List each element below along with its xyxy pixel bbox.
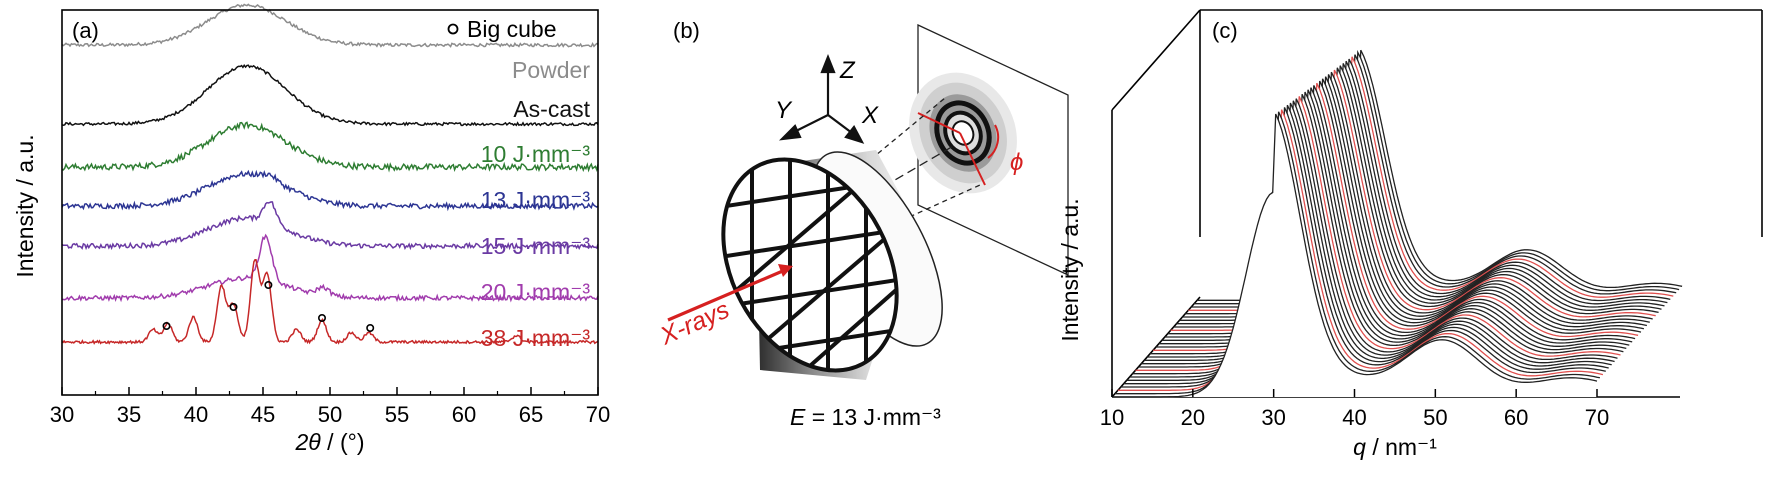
big-cube-marker xyxy=(162,321,171,330)
xrd-curves xyxy=(61,3,599,345)
big-cube-marker xyxy=(317,313,326,322)
diffraction-ring xyxy=(934,100,992,166)
waterfall-curve xyxy=(1138,93,1624,368)
x-tick-label: 30 xyxy=(50,402,74,427)
curve-label: 13 J·mm⁻³ xyxy=(481,187,591,213)
phi-reference-line xyxy=(917,112,961,134)
x-tick-label: 40 xyxy=(184,402,208,427)
waterfall-curve xyxy=(1120,107,1606,388)
big-cube-marker xyxy=(229,302,238,311)
x-tick-label: 45 xyxy=(251,402,275,427)
big-cube-marker xyxy=(366,323,375,332)
axis-x-label: X xyxy=(861,102,879,129)
curve-label: Powder xyxy=(512,57,590,83)
xrd-curve xyxy=(61,169,599,212)
coordinate-axes-icon xyxy=(779,54,865,144)
x-ray-beam xyxy=(667,268,786,322)
phi-arc xyxy=(987,124,1000,159)
waterfall-curve xyxy=(1117,109,1604,391)
panel-b-schematic: (b) Z Y X ϕ xyxy=(655,18,1069,430)
waterfall-curve xyxy=(1123,104,1609,385)
x-tick-label: 10 xyxy=(1100,405,1124,430)
x-tick-label: 50 xyxy=(318,402,342,427)
projection-lines xyxy=(834,97,981,229)
x-tick-label: 65 xyxy=(519,402,543,427)
beam-stop xyxy=(951,120,975,146)
x-tick-label: 50 xyxy=(1423,405,1447,430)
x-tick-label: 35 xyxy=(117,402,141,427)
x-ray-label: X-rays xyxy=(655,296,733,351)
x-tick-label: 70 xyxy=(1585,405,1609,430)
xrd-curve xyxy=(61,64,599,127)
panel-c-label: (c) xyxy=(1212,18,1238,43)
big-cube-markers xyxy=(162,280,375,332)
big-cube-marker xyxy=(264,280,273,289)
sample-cylinder xyxy=(688,140,943,401)
panel-c-x-axis-title: q / nm⁻¹ xyxy=(1353,434,1437,460)
x-tick-label: 60 xyxy=(452,402,476,427)
curve-label: 10 J·mm⁻³ xyxy=(481,141,591,167)
curve-label: 15 J·mm⁻³ xyxy=(481,233,591,259)
energy-label: E = 13 J·mm⁻³ xyxy=(790,404,941,430)
phi-angle-line xyxy=(959,132,986,186)
diffraction-ring-pattern xyxy=(909,72,1017,194)
big-cube-legend-label: Big cube xyxy=(467,16,557,42)
panel-c-x-ticks: 10 20 30 40 50 60 70 xyxy=(1100,389,1609,430)
panel-a-x-ticks: 30 35 40 45 50 55 60 65 70 xyxy=(50,387,610,427)
waterfall-curves xyxy=(1112,49,1683,398)
xrd-curve xyxy=(61,121,599,173)
big-cube-legend-marker xyxy=(447,23,459,35)
x-tick-label: 30 xyxy=(1261,405,1285,430)
axis-y-label: Y xyxy=(775,97,793,124)
axis-z-label: Z xyxy=(839,57,856,84)
curve-label: As-cast xyxy=(513,96,590,122)
x-tick-label: 40 xyxy=(1342,405,1366,430)
panel-a-xrd-chart: 30 35 40 45 50 55 60 65 70 (a) Big cube PowderAs… xyxy=(12,3,610,455)
panel-a-x-axis-title: 2θ / (°) xyxy=(295,429,365,455)
x-ray-arrowhead xyxy=(778,264,793,277)
phi-label: ϕ xyxy=(1010,149,1023,176)
waterfall-curve xyxy=(1135,96,1621,371)
x-tick-label: 55 xyxy=(385,402,409,427)
curve-label: 38 J·mm⁻³ xyxy=(481,325,591,351)
waterfall-curve xyxy=(1129,100,1615,378)
xrd-curve xyxy=(61,259,599,345)
panel-a-label: (a) xyxy=(72,18,99,43)
x-tick-label: 70 xyxy=(586,402,610,427)
xrd-curve xyxy=(61,3,599,48)
detector-screen xyxy=(909,23,1069,277)
x-tick-label: 60 xyxy=(1504,405,1528,430)
xrd-curve xyxy=(61,201,599,251)
waterfall-curve xyxy=(1132,98,1618,375)
xrd-curve xyxy=(61,233,599,303)
x-tick-label: 20 xyxy=(1181,405,1205,430)
panel-c-waterfall-chart: 10 20 30 40 50 60 70 (c) q / nm⁻¹ Intensity / … xyxy=(1057,9,1763,460)
waterfall-curve xyxy=(1114,111,1601,395)
curve-label: 20 J·mm⁻³ xyxy=(481,279,591,305)
waterfall-curve xyxy=(1126,102,1612,381)
panel-c-y-axis-title: Intensity / a.u. xyxy=(1057,198,1083,341)
panel-a-y-axis-title: Intensity / a.u. xyxy=(12,134,38,277)
panel-b-label: (b) xyxy=(673,18,700,43)
